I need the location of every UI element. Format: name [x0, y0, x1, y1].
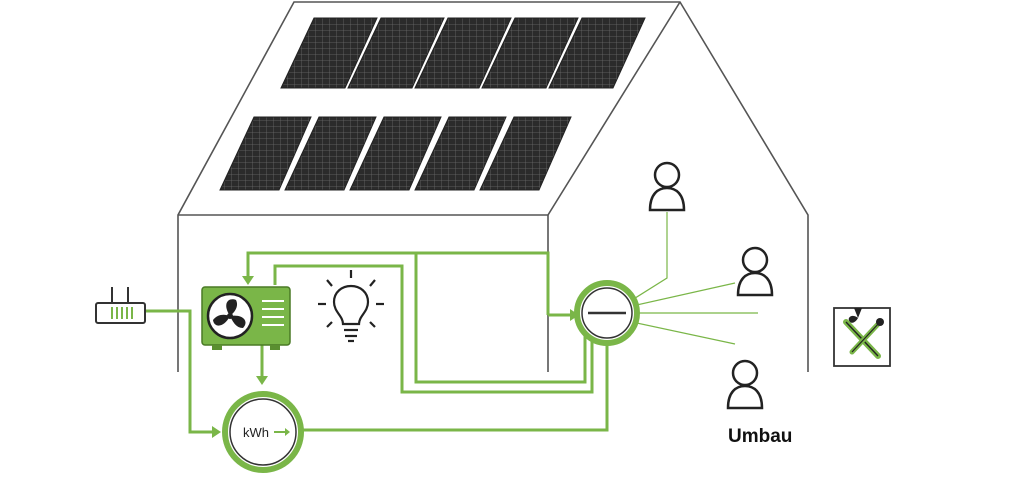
solar-panel-icon — [349, 116, 442, 191]
solar-panel-icon — [284, 116, 377, 191]
solar-panel-icon — [414, 116, 507, 191]
solar-array — [219, 17, 646, 191]
solar-panel-icon — [280, 17, 378, 89]
distribution-node-icon — [574, 280, 640, 346]
solar-panel-icon — [479, 116, 572, 191]
user-icon — [726, 359, 764, 410]
user-icon — [648, 161, 686, 212]
green-wiring — [145, 251, 609, 434]
tools-icon — [833, 307, 891, 367]
router-icon — [95, 287, 146, 324]
meter-label: kWh — [243, 425, 269, 440]
heat-pump-icon — [201, 286, 291, 350]
solar-panel-icon — [219, 116, 312, 191]
user-icon — [736, 246, 774, 297]
user-connectors — [631, 212, 758, 345]
solar-panel-icon — [414, 17, 512, 89]
solar-panel-icon — [548, 17, 646, 89]
caption: Umbau — [728, 426, 792, 447]
solar-panel-icon — [347, 17, 445, 89]
fan-icon — [206, 292, 254, 340]
meter-icon: kWh — [222, 391, 304, 473]
light-bulb-icon — [318, 270, 384, 343]
solar-panel-icon — [481, 17, 579, 89]
